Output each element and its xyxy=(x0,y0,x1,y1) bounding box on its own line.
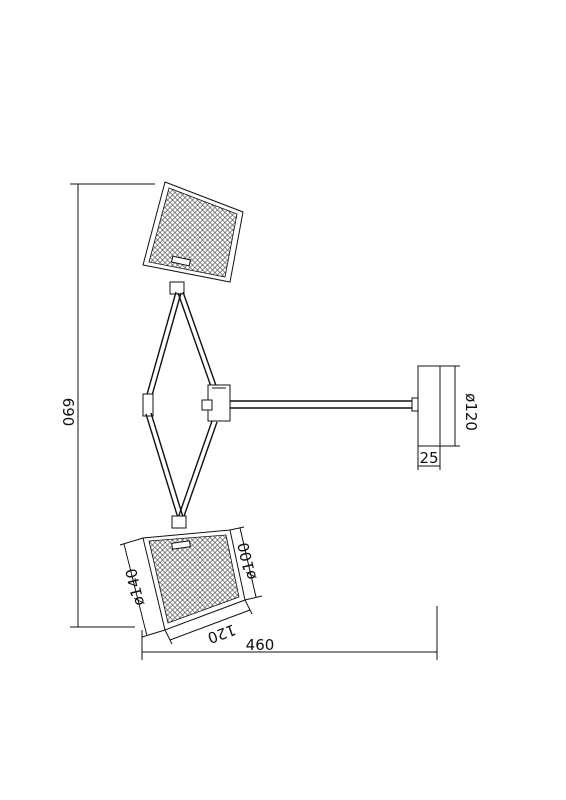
height-label: 690 xyxy=(59,398,77,427)
wall-plate: ø120 25 xyxy=(417,365,480,470)
upper-arm xyxy=(145,291,220,400)
height-dimension: 690 xyxy=(59,183,155,628)
wall-rod xyxy=(230,397,419,412)
left-joint xyxy=(142,393,154,417)
base-depth-label: 25 xyxy=(419,449,438,467)
lower-arm xyxy=(145,412,218,520)
upper-lamp-shade xyxy=(142,181,244,295)
width-label: 460 xyxy=(246,636,275,654)
center-joint xyxy=(201,384,231,422)
width-dimension: 460 xyxy=(141,606,438,660)
lower-lamp-shade xyxy=(142,515,246,631)
shade-height-label: 120 xyxy=(205,620,238,647)
shade-bottom-diameter-label: ø140 xyxy=(122,567,148,608)
base-diameter-label: ø120 xyxy=(462,393,480,431)
